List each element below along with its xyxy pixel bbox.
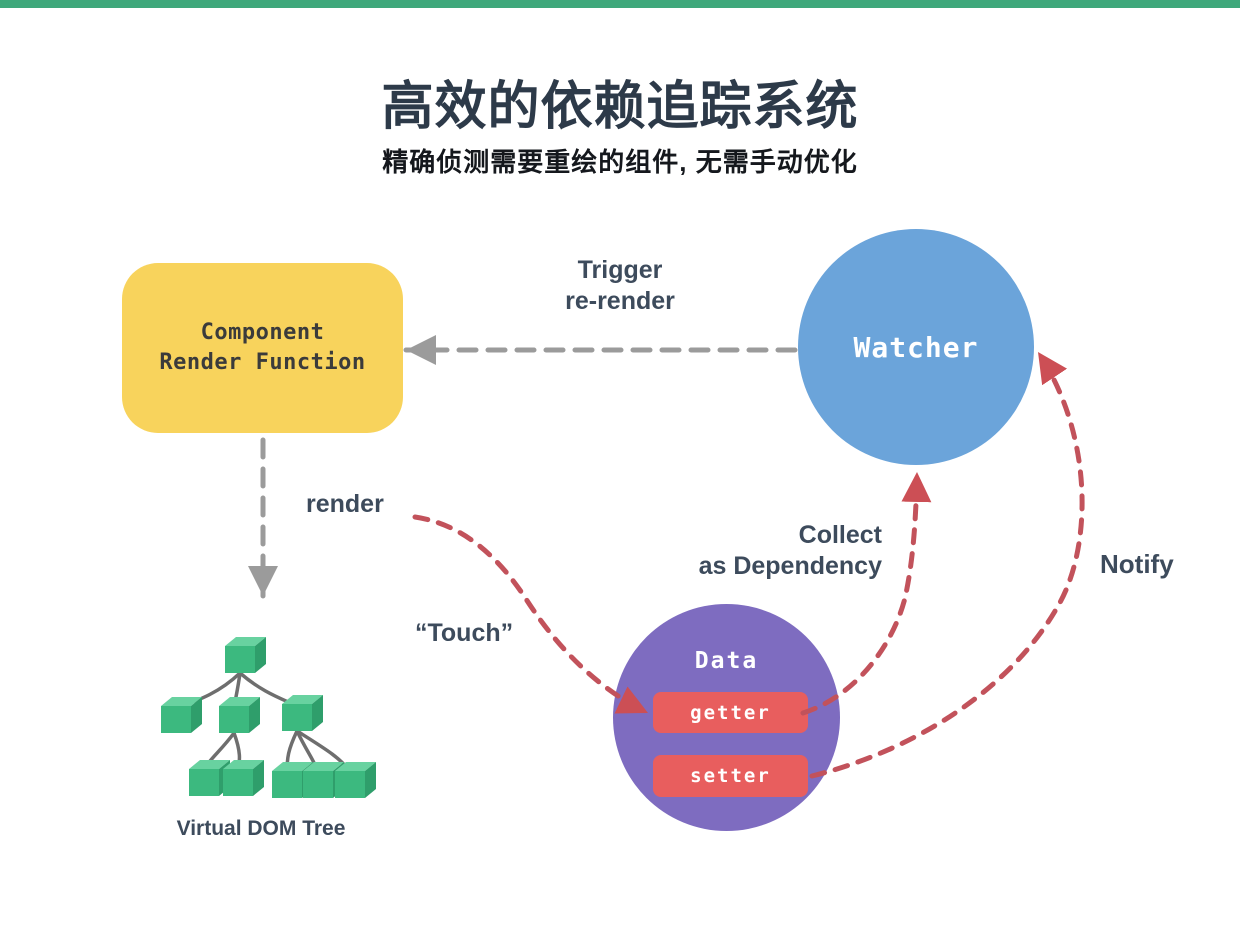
page-title: 高效的依赖追踪系统 [381,78,859,136]
getter-box: getter [653,692,808,733]
dom-cube-l2-right [282,695,323,731]
virtual-dom-tree [161,637,376,798]
collect-as-dependency-label: Collect as Dependency [699,520,882,582]
dom-cube-l2-left [161,697,202,733]
collect-label-line2: as Dependency [698,552,882,580]
virtual-dom-tree-caption: Virtual DOM Tree [176,817,346,840]
watcher-node-label: Watcher [853,330,979,364]
virtual-dom-tree-cubes [161,637,376,798]
component-node-label-line1: Component [200,320,325,345]
data-node: Data getter setter [613,604,840,831]
component-render-function-node: Component Render Function [122,263,403,433]
dom-cube-root [225,637,266,673]
trigger-rerender-label-line2: re-render [565,287,675,315]
notify-label: Notify [1100,549,1174,579]
virtual-dom-tree-branches [174,671,352,774]
page-subtitle: 精确侦测需要重绘的组件, 无需手动优化 [382,147,858,177]
collect-label-line1: Collect [798,521,882,549]
dom-cube-l2-mid [219,697,260,733]
data-node-label: Data [694,648,759,674]
setter-box: setter [653,755,808,797]
component-node-label-line2: Render Function [159,350,366,375]
dom-cube-leaf-3 [272,762,313,798]
dom-cube-leaf-2 [223,760,264,796]
touch-arrow [412,514,651,716]
dom-cube-leaf-5 [335,762,376,798]
touch-label: “Touch” [415,619,514,647]
trigger-rerender-label-line1: Trigger [577,256,663,284]
trigger-rerender-label: Trigger re-render [520,255,720,317]
dom-cube-leaf-4 [303,762,344,798]
render-label: render [306,490,384,518]
top-accent-bar [0,0,1240,8]
watcher-node: Watcher [798,229,1034,465]
dom-cube-leaf-1 [189,760,230,796]
